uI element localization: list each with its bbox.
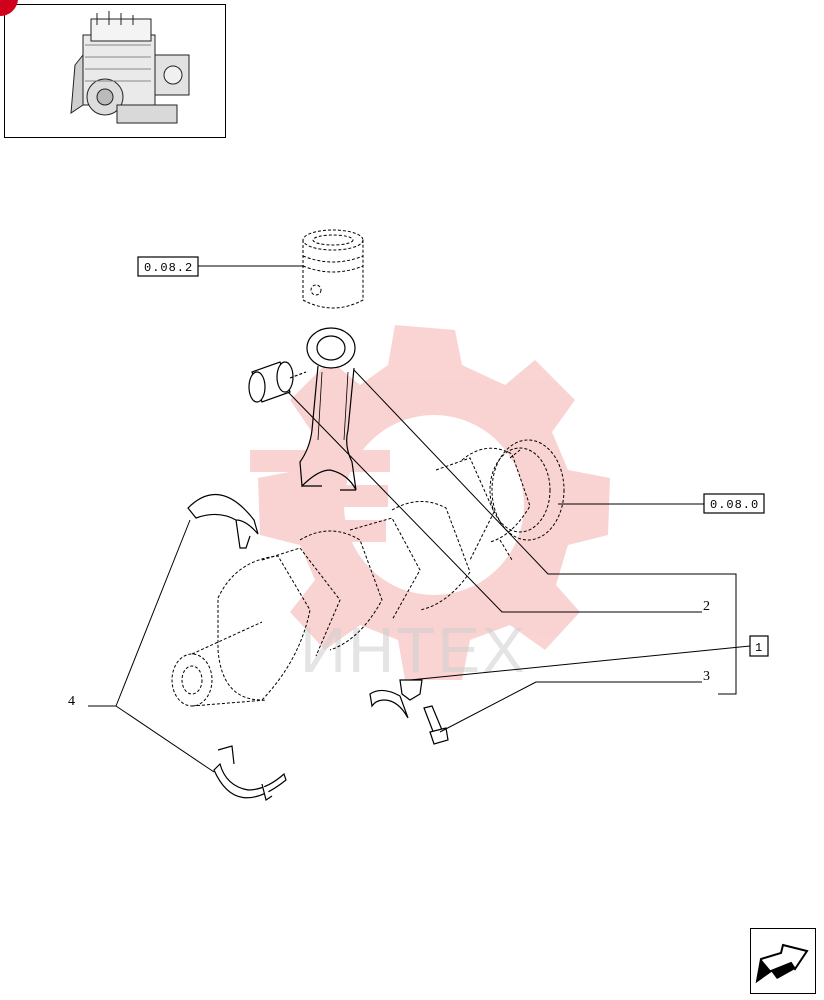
callout-4: 4 (68, 694, 75, 709)
next-page-button[interactable] (750, 928, 816, 994)
crankshaft (171, 439, 565, 707)
leader-lines (88, 265, 751, 773)
ref-box-piston[interactable]: 0.08.2 (137, 256, 199, 277)
connecting-rod (299, 327, 357, 491)
ref-box-flywheel[interactable]: 0.08.0 (703, 493, 765, 514)
watermark-text: ИНТЕХ (300, 614, 527, 686)
main-bearing-shell-upper (187, 493, 259, 549)
callout-2: 2 (703, 599, 710, 614)
bolt (423, 705, 449, 745)
callout-3: 3 (703, 669, 710, 684)
main-bearing-shell-lower (213, 745, 287, 801)
next-page-arrow-icon (755, 943, 809, 984)
piston (302, 229, 364, 309)
ref-label-piston: 0.08.2 (144, 261, 193, 275)
engine-icon (70, 11, 190, 124)
ref-box-group[interactable]: 1 (749, 635, 769, 657)
ref-label-flywheel: 0.08.0 (710, 498, 759, 512)
rod-bearing-cap (369, 679, 423, 719)
watermark-gear-icon (250, 325, 610, 680)
small-end-bushing (248, 361, 307, 403)
engine-thumbnail[interactable] (4, 4, 226, 138)
corner-marker (0, 0, 18, 17)
ref-label-group: 1 (755, 641, 763, 655)
